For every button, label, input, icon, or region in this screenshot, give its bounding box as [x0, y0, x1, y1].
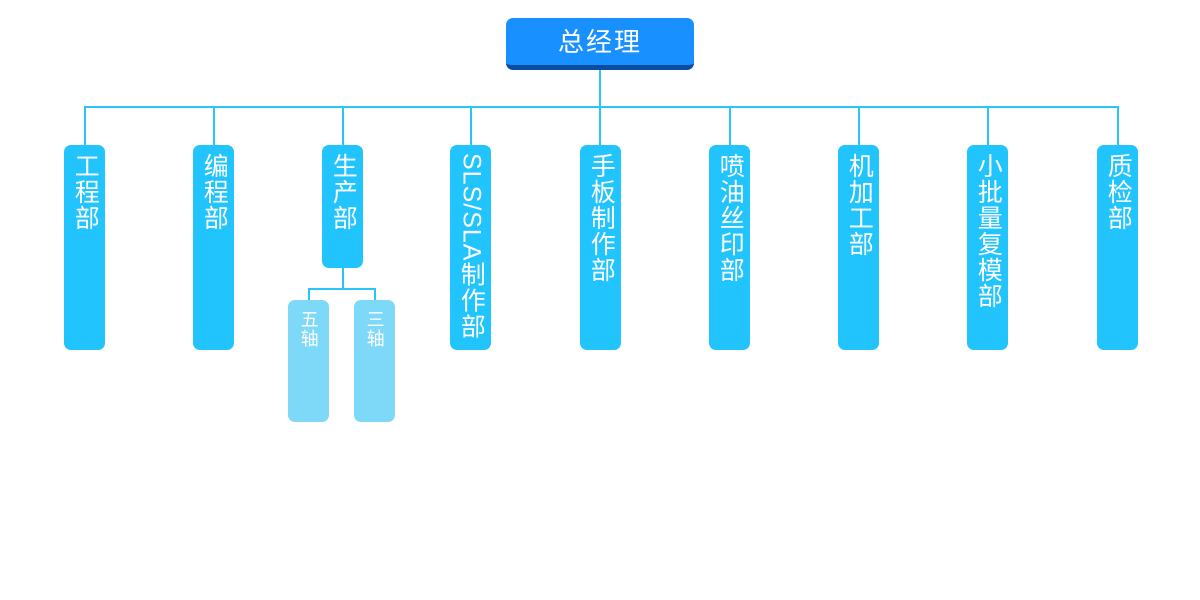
dept-label-machining: 机加工部 [845, 153, 874, 257]
dept-node-machining[interactable]: 机加工部 [838, 145, 879, 350]
connector-drop-2 [213, 106, 215, 145]
connector-root-stem [599, 70, 601, 108]
dept-node-five-axis[interactable]: 五轴 [288, 300, 329, 422]
dept-label-three-axis: 三轴 [364, 310, 385, 348]
connector-production-stem [342, 268, 344, 289]
dept-node-quality-inspection[interactable]: 质检部 [1097, 145, 1138, 350]
dept-label-engineering: 工程部 [71, 153, 100, 231]
connector-main-bus [84, 106, 1118, 108]
connector-drop-6 [729, 106, 731, 145]
dept-label-programming: 编程部 [200, 153, 229, 231]
dept-label-five-axis: 五轴 [298, 310, 319, 348]
connector-drop-sub-2 [374, 288, 376, 301]
connector-drop-3 [342, 106, 344, 145]
dept-label-small-batch-molding: 小批量复模部 [974, 153, 1003, 309]
connector-drop-5 [599, 106, 601, 145]
dept-label-production: 生产部 [329, 153, 358, 231]
connector-drop-8 [987, 106, 989, 145]
dept-label-sls-sla-fabrication: SLS/SLA制作部 [454, 145, 488, 339]
connector-drop-7 [858, 106, 860, 145]
connector-drop-sub-1 [308, 288, 310, 301]
dept-node-small-batch-molding[interactable]: 小批量复模部 [967, 145, 1008, 350]
dept-label-sls-sla-latin: SLS/SLA [457, 153, 486, 262]
connector-drop-9 [1117, 106, 1119, 145]
connector-drop-1 [84, 106, 86, 145]
dept-label-sls-sla-cjk: 制作部 [457, 261, 486, 340]
dept-label-quality-inspection: 质检部 [1104, 153, 1133, 231]
dept-node-three-axis[interactable]: 三轴 [354, 300, 395, 422]
root-node-label: 总经理 [557, 26, 642, 57]
dept-node-sls-sla-fabrication[interactable]: SLS/SLA制作部 [450, 145, 491, 350]
root-node-general-manager[interactable]: 总经理 [506, 18, 694, 70]
dept-node-engineering[interactable]: 工程部 [64, 145, 105, 350]
dept-node-programming[interactable]: 编程部 [193, 145, 234, 350]
dept-node-prototype-making[interactable]: 手板制作部 [580, 145, 621, 350]
dept-label-prototype-making: 手板制作部 [587, 153, 616, 283]
connector-drop-4 [470, 106, 472, 145]
dept-node-production[interactable]: 生产部 [322, 145, 363, 268]
dept-node-spray-silkscreen[interactable]: 喷油丝印部 [709, 145, 750, 350]
dept-label-spray-silkscreen: 喷油丝印部 [716, 153, 745, 283]
connector-production-bus [308, 288, 376, 290]
